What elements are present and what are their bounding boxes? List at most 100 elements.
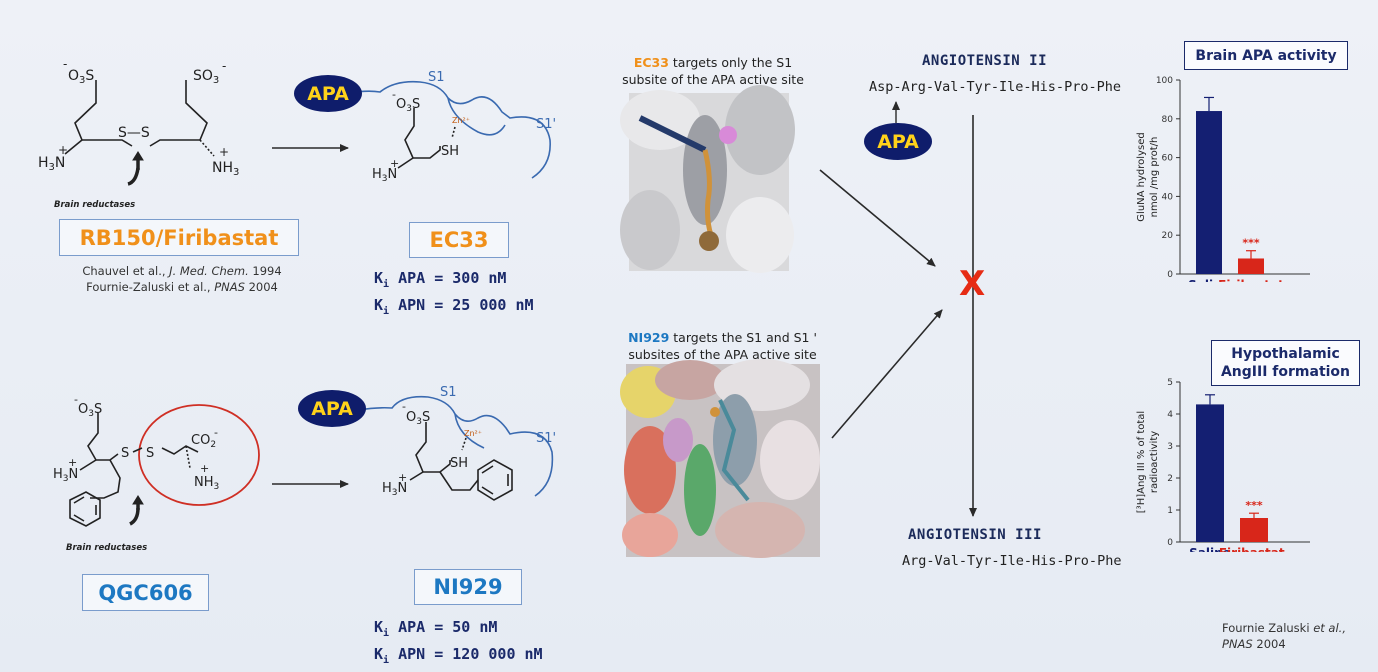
chart1-y-tick-label: 20 <box>1162 231 1174 241</box>
svg-text:-: - <box>222 59 226 73</box>
svg-text:S1: S1 <box>428 70 445 85</box>
chart2-significance: *** <box>1245 499 1263 512</box>
rb150-name: RB150/Firibastat <box>79 225 279 250</box>
qgc606-labels: - O3S H3N + S S CO2 - NH3 + Brain reduct… <box>53 393 219 553</box>
chart1-y-label: nmol /mg prot/h <box>1149 137 1160 218</box>
angiotensin-ii-title: ANGIOTENSIN II <box>922 53 1048 69</box>
ec33-name: EC33 <box>429 228 489 252</box>
chart2-y-label: [³H]Ang III % of total <box>1136 411 1147 513</box>
chart1-category-label: Saline <box>1188 278 1230 282</box>
angiotensin-iii-sequence: Arg-Val-Tyr-Ile-His-Pro-Phe <box>902 553 1122 569</box>
svg-text:H3N: H3N <box>372 167 397 184</box>
ni929-caption: NI929 targets the S1 and S1 ' subsites o… <box>628 330 817 362</box>
svg-text:O3S: O3S <box>396 97 420 114</box>
ni929-ki-values: Ki APA = 50 nM Ki APN = 120 000 nM <box>374 618 543 666</box>
qgc606-structure <box>69 413 199 527</box>
chart1-bar <box>1196 111 1222 274</box>
rb150-structure <box>64 80 215 186</box>
svg-text:NH3: NH3 <box>194 475 219 492</box>
svg-text:O3S: O3S <box>406 410 430 427</box>
ni929-enzyme-outline <box>357 395 554 497</box>
svg-text:-: - <box>63 57 67 71</box>
svg-text:SH: SH <box>450 456 468 471</box>
angiotensin-ii-sequence: Asp-Arg-Val-Tyr-Ile-His-Pro-Phe <box>869 79 1121 95</box>
ec33-structure <box>397 108 456 169</box>
apa-enzyme-bottom: APA <box>298 390 366 427</box>
svg-text:S: S <box>146 446 154 461</box>
svg-text:Zn²⁺: Zn²⁺ <box>452 116 470 125</box>
ec33-enzyme-outline <box>346 80 551 179</box>
ec33-ki-values: Ki APA = 300 nM Ki APN = 25 000 nM <box>374 269 534 317</box>
svg-text:O3S: O3S <box>68 68 94 86</box>
chart2-y-tick-label: 0 <box>1167 538 1173 548</box>
chart1-y-tick-label: 60 <box>1162 154 1174 164</box>
ec33-labels: - O3S H3N + SH Zn²⁺ S1 S1' <box>372 70 556 184</box>
svg-text:SO3: SO3 <box>193 68 219 86</box>
svg-text:Brain reductases: Brain reductases <box>66 543 147 553</box>
chart2-category-label: Firibastat, <box>1219 546 1289 552</box>
svg-text:-: - <box>74 393 78 406</box>
blocked-mark: X <box>959 264 986 304</box>
svg-text:+: + <box>219 145 229 159</box>
pathway-arrow-ni929 <box>831 309 943 439</box>
ni929-name: NI929 <box>433 575 503 599</box>
ni929-protein-image <box>620 359 820 558</box>
qgc606-circle <box>138 404 260 506</box>
svg-text:S1: S1 <box>440 385 457 400</box>
ni929-labels: - O3S H3N + SH Zn²⁺ S1 S1' <box>382 385 556 498</box>
qgc606-name-box: QGC606 <box>82 574 209 611</box>
chart1-y-tick-label: 40 <box>1162 192 1174 202</box>
svg-text:S1': S1' <box>536 117 556 132</box>
svg-text:+: + <box>390 157 399 170</box>
citation: Fournie Zaluski et al., PNAS 2004 <box>1222 621 1346 651</box>
ec33-protein-image <box>620 85 795 273</box>
ec33-caption: EC33 targets only the S1 subsite of the … <box>622 55 804 87</box>
apa-enzyme-top: APA <box>294 75 362 112</box>
apa-enzyme-pathway: APA <box>864 123 932 160</box>
svg-text:-: - <box>392 88 396 101</box>
rb150-labels: - O3S SO3 - S—S H3N + NH3 + Brain reduct… <box>38 57 239 210</box>
chart2-y-label: radioactivity <box>1149 431 1160 493</box>
chart1-category-label: Firibastat <box>1218 278 1284 282</box>
chart2-y-tick-label: 4 <box>1167 410 1173 420</box>
chart2-y-tick-label: 1 <box>1167 506 1173 516</box>
chart2-y-tick-label: 3 <box>1167 442 1173 452</box>
ec33-name-box: EC33 <box>409 222 509 258</box>
svg-text:NH3: NH3 <box>212 160 239 178</box>
svg-text:-: - <box>402 400 406 413</box>
svg-text:+: + <box>398 471 407 484</box>
svg-text:CO2: CO2 <box>191 433 216 450</box>
chart2-bar <box>1240 518 1268 542</box>
rb150-name-box: RB150/Firibastat <box>59 219 299 256</box>
chart2-title: Hypothalamic AngIII formation <box>1211 340 1360 386</box>
chart1-significance: *** <box>1242 237 1260 250</box>
qgc606-name: QGC606 <box>98 580 193 605</box>
svg-text:Zn²⁺: Zn²⁺ <box>464 429 482 438</box>
svg-text:SH: SH <box>441 144 459 159</box>
svg-text:-: - <box>214 426 218 439</box>
svg-text:+: + <box>200 462 209 475</box>
angiotensin-iii-title: ANGIOTENSIN III <box>908 527 1042 543</box>
svg-text:Brain reductases: Brain reductases <box>54 200 135 210</box>
chart2-y-tick-label: 5 <box>1167 378 1173 388</box>
ni929-name-box: NI929 <box>414 569 522 605</box>
svg-text:+: + <box>68 456 77 469</box>
chart1-y-tick-label: 0 <box>1167 270 1173 280</box>
chart1-title: Brain APA activity <box>1184 41 1348 70</box>
chart1-y-label: GluNA hydrolysed <box>1136 132 1147 221</box>
pathway-arrow-ec33 <box>819 169 936 267</box>
svg-text:H3N: H3N <box>38 155 65 173</box>
svg-text:H3N: H3N <box>53 467 78 484</box>
svg-text:+: + <box>58 143 68 157</box>
chart2-y-tick-label: 2 <box>1167 474 1173 484</box>
svg-text:H3N: H3N <box>382 481 407 498</box>
chart1-y-tick-label: 100 <box>1156 76 1173 86</box>
ni929-structure <box>409 422 513 501</box>
chart2-category-label: Saline <box>1189 546 1231 552</box>
svg-text:S: S <box>121 446 129 461</box>
svg-text:S—S: S—S <box>118 125 150 141</box>
